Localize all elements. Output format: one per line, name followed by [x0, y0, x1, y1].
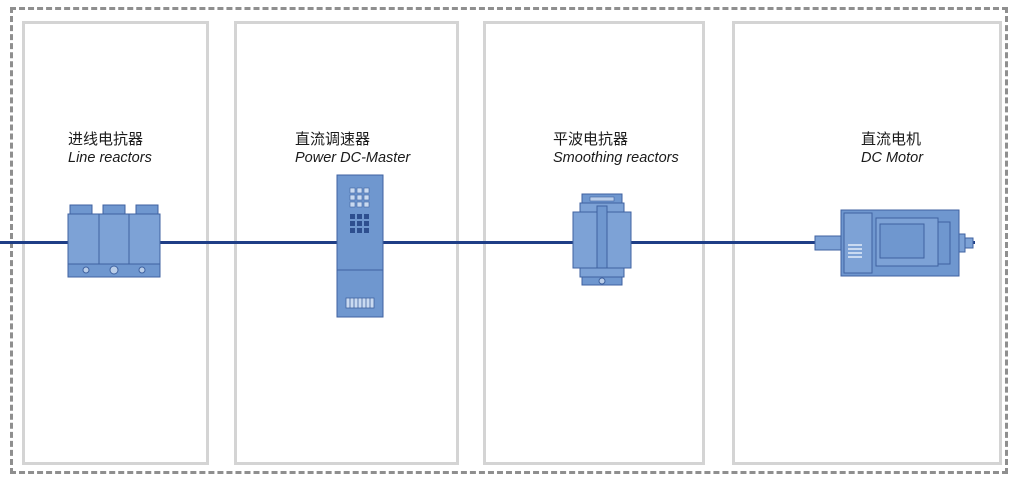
- label-en: Smoothing reactors: [553, 150, 679, 166]
- label-zh: 直流电机: [861, 131, 922, 148]
- label-zh: 直流调速器: [295, 131, 371, 148]
- label-en: Power DC-Master: [295, 150, 411, 166]
- dc-drive-icon: [336, 174, 384, 318]
- dc-motor-icon: [814, 209, 974, 277]
- label-en: DC Motor: [861, 150, 924, 166]
- smoothing-reactor-icon: [572, 193, 632, 286]
- outer-dashed-frame: [10, 7, 1008, 474]
- label-dc-motor: 直流电机 DC Motor: [861, 131, 923, 167]
- label-smoothing-reactors: 平波电抗器 Smoothing reactors: [553, 131, 679, 167]
- label-line-reactors: 进线电抗器 Line reactors: [68, 131, 152, 167]
- line-reactor-icon: [67, 204, 161, 278]
- label-zh: 平波电抗器: [553, 131, 629, 148]
- power-bus-line: [0, 241, 975, 244]
- label-zh: 进线电抗器: [68, 131, 144, 148]
- label-en: Line reactors: [68, 150, 152, 166]
- label-dc-master: 直流调速器 Power DC-Master: [295, 131, 410, 167]
